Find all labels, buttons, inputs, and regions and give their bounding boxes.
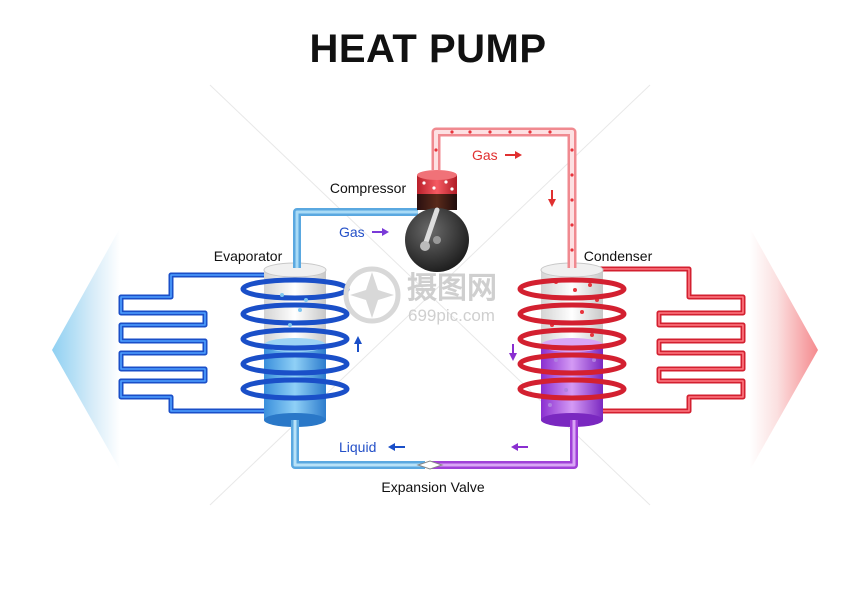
compressor: [405, 170, 469, 272]
label-compressor: Compressor: [330, 180, 407, 196]
condenser-spiral-coil: [517, 277, 627, 401]
diagram-title: HEAT PUMP: [309, 27, 546, 71]
svg-text:699pic.com: 699pic.com: [408, 306, 495, 325]
flow-arrow-liquid: [388, 443, 405, 451]
hot-air-arrow: [750, 228, 818, 470]
label-condenser: Condenser: [584, 248, 653, 264]
expansion-valve: [416, 460, 444, 470]
flow-arrow-gas-top: [505, 151, 522, 159]
evaporator-spiral-coil: [240, 277, 350, 401]
flow-label-gas-left: Gas: [339, 224, 365, 240]
flow-arrow-down-hot: [548, 190, 556, 207]
flow-label-gas-top: Gas: [472, 147, 498, 163]
flow-arrow-down-liquid: [509, 344, 517, 361]
flow-arrow-gas-left: [372, 228, 389, 236]
cold-gas-pipe: [293, 208, 418, 268]
flow-arrow-left-purple: [511, 443, 528, 451]
cold-air-arrow-tail: [120, 228, 175, 470]
label-expansion-valve: Expansion Valve: [381, 479, 484, 495]
flow-arrow-up-cold: [354, 336, 362, 352]
liquid-pipe-hot: [432, 420, 578, 469]
flow-label-liquid: Liquid: [339, 439, 376, 455]
cold-air-arrow: [52, 228, 120, 470]
watermark: 摄图网 699pic.com: [343, 266, 497, 325]
label-evaporator: Evaporator: [214, 248, 283, 264]
svg-text:摄图网: 摄图网: [407, 271, 497, 306]
